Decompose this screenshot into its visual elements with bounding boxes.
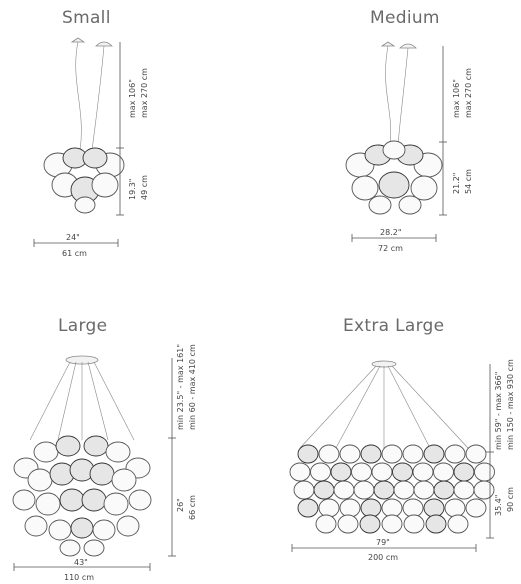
xlarge-height-in: min 59" - max 366" bbox=[494, 371, 503, 450]
medium-height-cm: max 270 cm bbox=[464, 68, 473, 118]
small-height-cm: max 270 cm bbox=[140, 68, 149, 118]
xlarge-petal bbox=[474, 462, 495, 482]
xlarge-petal bbox=[381, 514, 403, 534]
large-body-in: 26" bbox=[176, 498, 185, 512]
xlarge-petal bbox=[339, 444, 361, 464]
xlarge-petal bbox=[315, 514, 337, 534]
xlarge-petal bbox=[412, 462, 434, 482]
xlarge-petal bbox=[360, 498, 382, 518]
small-canopy-2 bbox=[70, 37, 86, 43]
xlarge-petal bbox=[318, 444, 340, 464]
small-body-in: 19.3" bbox=[128, 178, 137, 201]
xlarge-petal bbox=[444, 498, 466, 518]
xlarge-petal bbox=[373, 480, 395, 500]
xlarge-shade bbox=[289, 444, 495, 534]
xlarge-petal bbox=[393, 480, 415, 500]
xlarge-petal bbox=[433, 462, 454, 482]
xlarge-petal bbox=[297, 444, 319, 464]
xlarge-petal bbox=[360, 444, 382, 464]
xlarge-petal bbox=[453, 462, 475, 482]
xlarge-petal bbox=[423, 498, 445, 518]
large-width-cm: 110 cm bbox=[64, 573, 95, 582]
medium-height-in: max 106" bbox=[452, 79, 461, 118]
xlarge-petal bbox=[330, 462, 352, 482]
xlarge-petal bbox=[381, 444, 403, 464]
large-lamp bbox=[12, 355, 176, 571]
medium-lamp bbox=[345, 41, 447, 242]
xlarge-width-in: 79" bbox=[376, 538, 390, 547]
xlarge-petal bbox=[392, 462, 413, 482]
xlarge-petal bbox=[337, 514, 359, 534]
medium-width-cm: 72 cm bbox=[378, 244, 403, 253]
xlarge-petal bbox=[444, 444, 466, 464]
xlarge-petal bbox=[359, 514, 381, 534]
xlarge-petal bbox=[402, 498, 424, 518]
medium-shade bbox=[345, 140, 443, 215]
xlarge-petal bbox=[353, 480, 375, 500]
xlarge-petal bbox=[465, 444, 487, 464]
xlarge-title: Extra Large bbox=[343, 316, 445, 336]
large-height-in: min 23.5" - max 161" bbox=[176, 343, 185, 430]
xlarge-height-cm: min 150 - max 930 cm bbox=[506, 359, 515, 450]
xlarge-petal bbox=[425, 514, 447, 534]
small-lamp bbox=[33, 37, 125, 247]
large-body-cm: 66 cm bbox=[188, 495, 197, 520]
xlarge-petal bbox=[310, 462, 331, 482]
small-width-cm: 61 cm bbox=[62, 249, 87, 258]
small-width-in: 24" bbox=[66, 233, 80, 242]
xlarge-petal bbox=[465, 498, 487, 518]
xlarge-lamp bbox=[289, 360, 495, 552]
xlarge-petal bbox=[413, 480, 435, 500]
small-title: Small bbox=[62, 8, 111, 28]
large-height-cm: min 60 - max 410 cm bbox=[188, 344, 197, 430]
medium-body-in: 21.2" bbox=[452, 172, 461, 195]
xlarge-petal bbox=[381, 498, 403, 518]
xlarge-body-in: 35.4" bbox=[494, 494, 503, 517]
xlarge-petal bbox=[333, 480, 355, 500]
xlarge-petal bbox=[289, 462, 311, 482]
large-shade bbox=[12, 435, 152, 557]
xlarge-width-cm: 200 cm bbox=[368, 553, 399, 562]
xlarge-petal bbox=[313, 480, 335, 500]
xlarge-petal bbox=[297, 498, 319, 518]
medium-body-cm: 54 cm bbox=[464, 169, 473, 194]
xlarge-petal bbox=[371, 462, 393, 482]
small-canopy bbox=[95, 41, 113, 47]
small-body-cm: 49 cm bbox=[140, 175, 149, 200]
xlarge-petal bbox=[318, 498, 340, 518]
medium-width-in: 28.2" bbox=[380, 228, 402, 237]
xlarge-petal bbox=[402, 444, 424, 464]
xlarge-petal bbox=[433, 480, 455, 500]
xlarge-body-cm: 90 cm bbox=[506, 487, 515, 512]
small-height-in: max 106" bbox=[128, 79, 137, 118]
large-title: Large bbox=[58, 316, 108, 336]
large-width-in: 43" bbox=[74, 558, 88, 567]
xlarge-petal bbox=[293, 480, 315, 500]
xlarge-petal bbox=[423, 444, 445, 464]
xlarge-petal bbox=[447, 514, 469, 534]
medium-title: Medium bbox=[370, 8, 440, 28]
xlarge-petal bbox=[351, 462, 372, 482]
xlarge-petal bbox=[403, 514, 425, 534]
xlarge-petal bbox=[339, 498, 361, 518]
xlarge-petal bbox=[453, 480, 475, 500]
xlarge-petal bbox=[473, 480, 495, 500]
small-shade bbox=[43, 147, 125, 214]
